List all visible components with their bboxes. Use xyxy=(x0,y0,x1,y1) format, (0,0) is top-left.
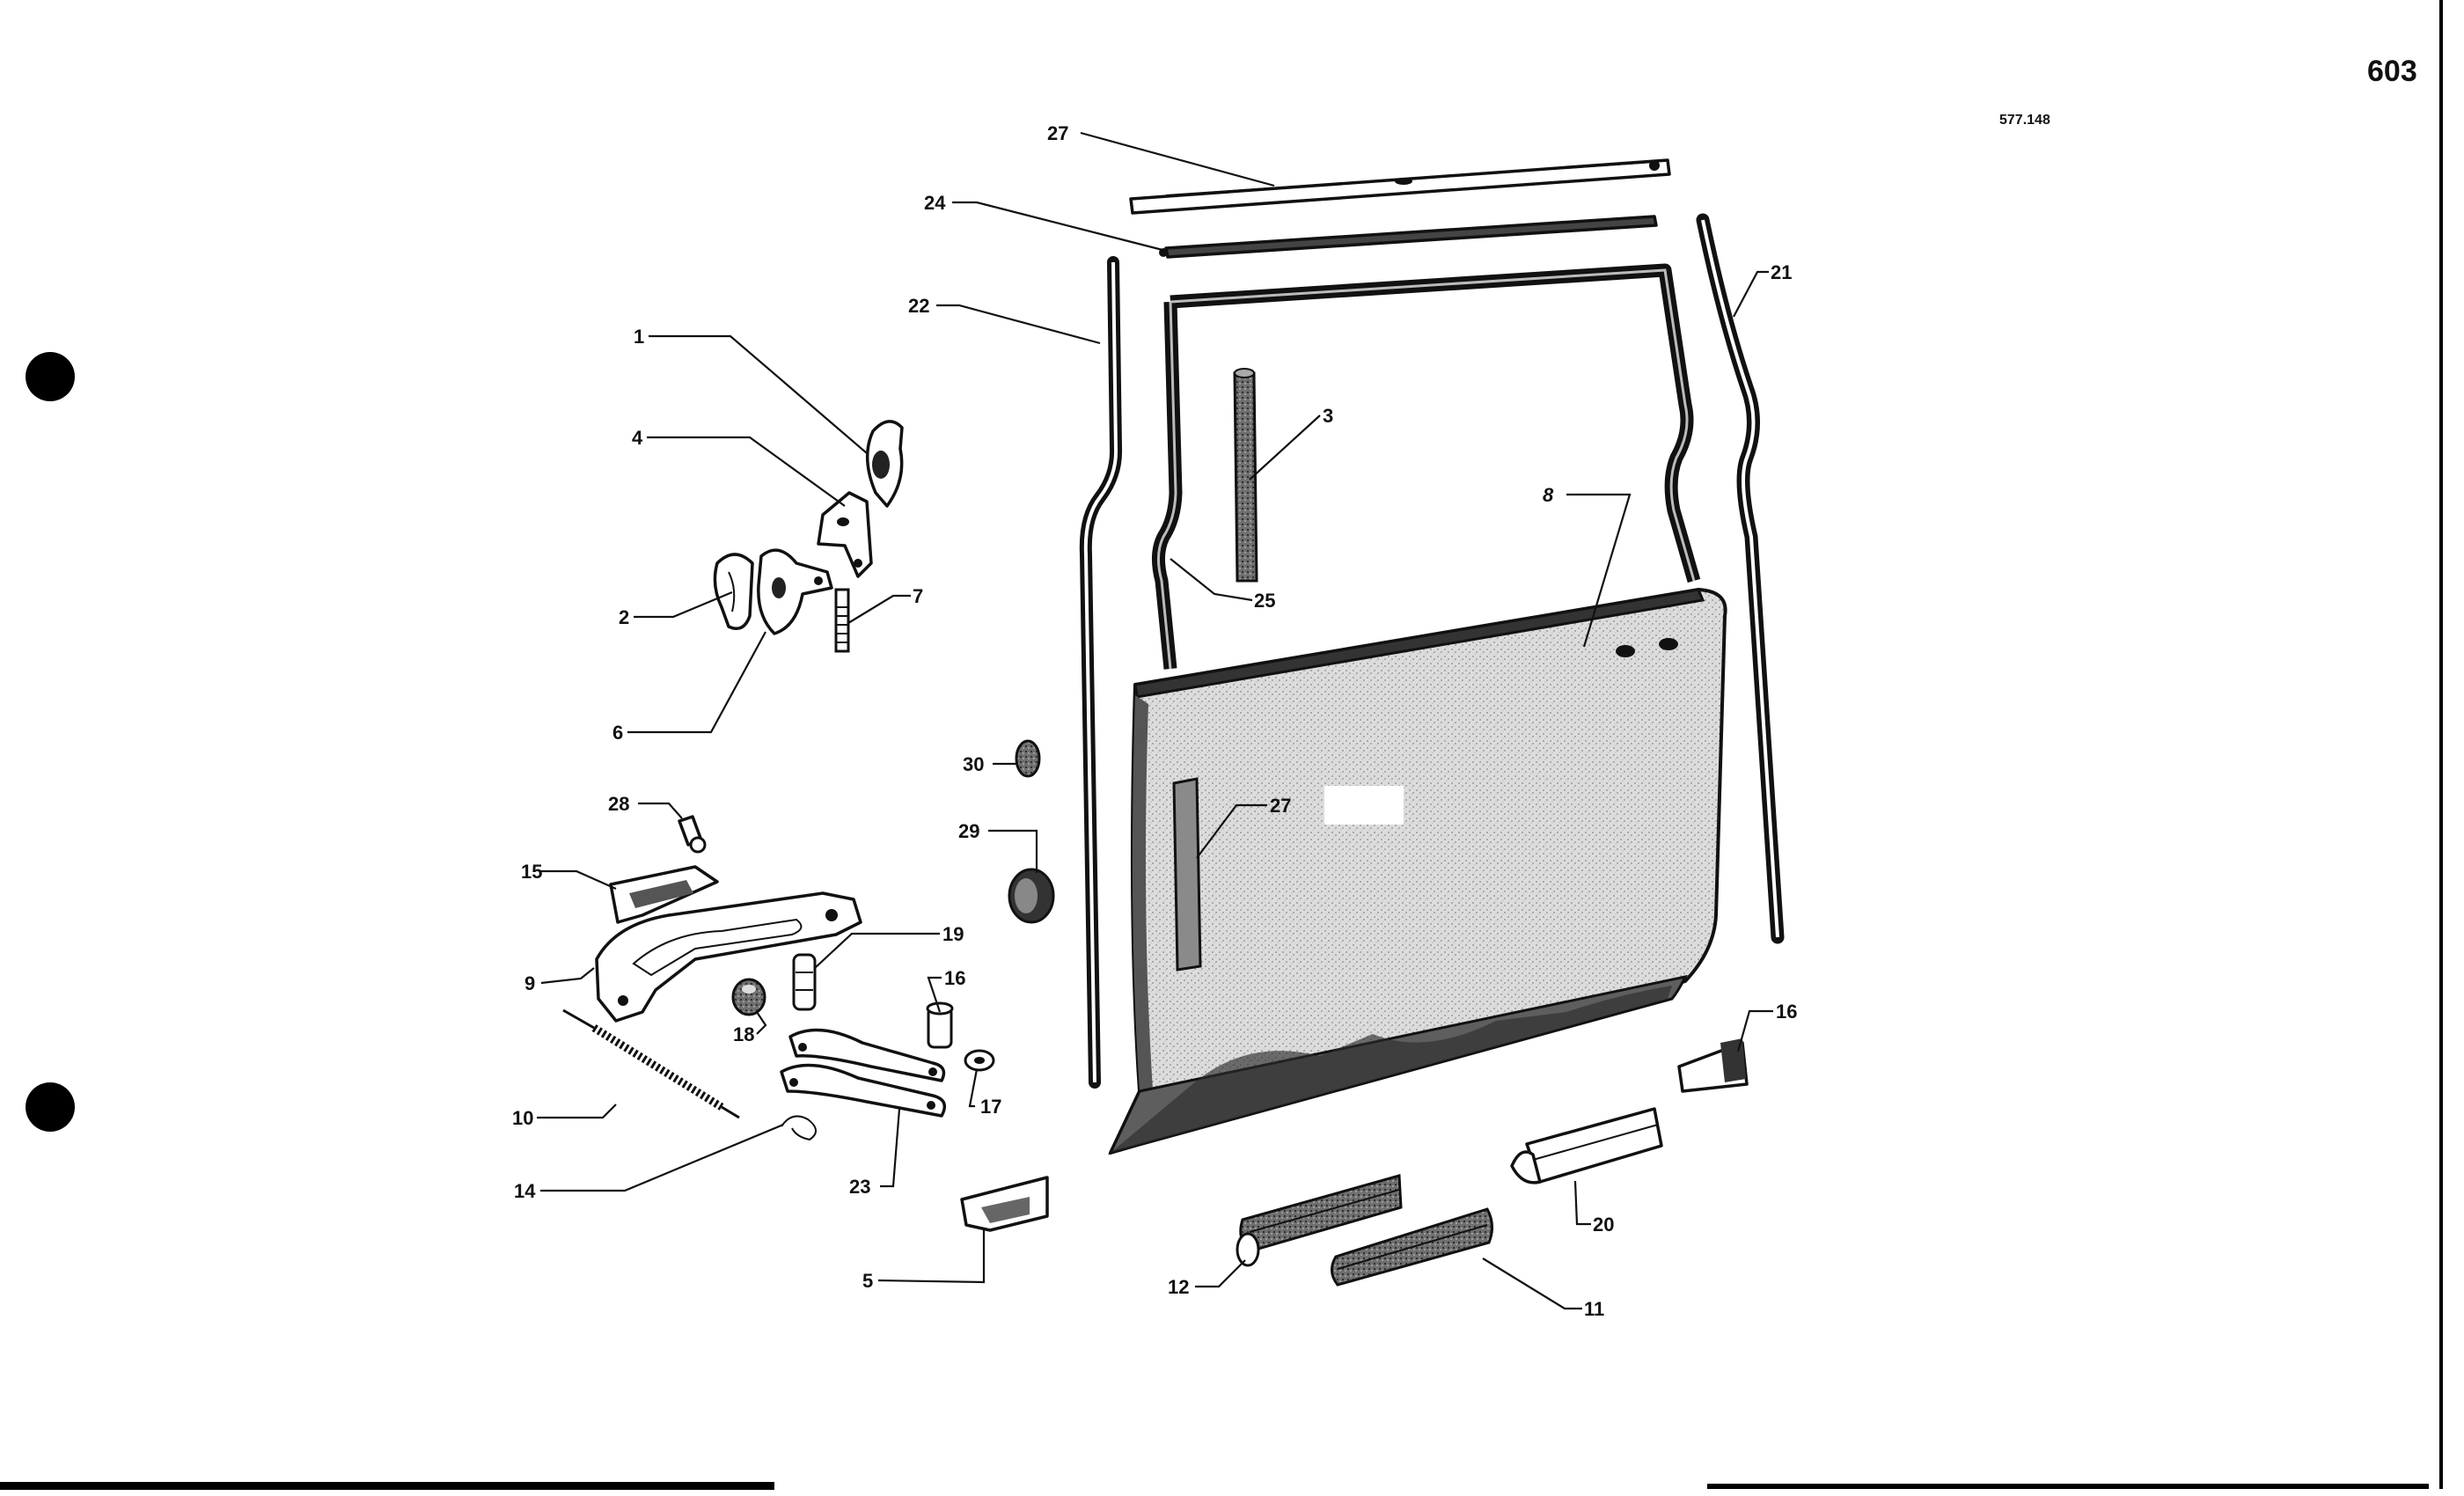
callout-29: 29 xyxy=(958,820,979,842)
callout-12: 12 xyxy=(1168,1276,1189,1298)
binder-hole-bottom xyxy=(26,1082,75,1132)
part-19-stud xyxy=(792,953,817,1011)
part-16-roller xyxy=(926,1001,954,1049)
part-9-check-arm xyxy=(595,891,862,1023)
part-5-bracket xyxy=(960,1176,1049,1232)
callout-16-roller: 16 xyxy=(944,967,965,989)
callout-3: 3 xyxy=(1323,405,1333,427)
callout-4: 4 xyxy=(632,427,643,449)
callout-2: 2 xyxy=(619,606,629,628)
part-4-hinge-bracket xyxy=(817,491,873,578)
leader-lines xyxy=(537,131,1773,1310)
bottom-rule-right xyxy=(1707,1484,2429,1489)
part-22-door-seal-left xyxy=(1079,256,1123,1089)
part-25-window-frame-seal xyxy=(1152,263,1701,670)
part-20-trim-strip xyxy=(1510,1107,1663,1184)
part-18-bushing xyxy=(731,978,766,1016)
part-11-sill-seal-outer xyxy=(1331,1207,1493,1287)
part-1-hinge-plate xyxy=(865,420,904,508)
callout-10: 10 xyxy=(512,1107,533,1129)
drawing-reference: 577.148 xyxy=(1999,113,2050,128)
part-21-door-seal-right xyxy=(1696,213,1785,944)
callout-30: 30 xyxy=(963,753,984,775)
part-7-spring-pin xyxy=(834,588,850,653)
part-17-washer xyxy=(964,1049,995,1072)
part-8-door-panel xyxy=(1108,588,1727,1155)
callout-14: 14 xyxy=(514,1180,536,1202)
bottom-rule-left xyxy=(0,1482,774,1490)
callout-28: 28 xyxy=(608,793,629,815)
part-16-corner-bracket xyxy=(1677,1038,1749,1093)
page-number: 603 xyxy=(2367,55,2417,88)
callout-1: 1 xyxy=(634,326,644,348)
part-30-plug xyxy=(1015,739,1041,778)
callout-6: 6 xyxy=(612,722,623,744)
callout-19: 19 xyxy=(942,923,964,945)
callout-21: 21 xyxy=(1771,261,1792,283)
callout-23: 23 xyxy=(849,1176,870,1198)
callout-18: 18 xyxy=(733,1023,754,1045)
part-28-screw xyxy=(678,815,707,854)
part-10-spring xyxy=(562,1008,740,1119)
callout-24: 24 xyxy=(924,192,946,214)
part-6-hinge-body xyxy=(757,548,833,635)
callout-8: 8 xyxy=(1543,484,1554,506)
part-27-top-rail xyxy=(1129,158,1671,215)
callout-27-top: 27 xyxy=(1047,122,1068,144)
part-23-check-straps xyxy=(780,1028,947,1118)
part-12-sill-seal-inner xyxy=(1236,1174,1403,1267)
part-29-grommet xyxy=(1008,868,1055,924)
callout-20: 20 xyxy=(1593,1214,1614,1236)
callout-17: 17 xyxy=(980,1096,1001,1118)
part-2-hinge-half xyxy=(713,553,754,630)
callout-15: 15 xyxy=(521,861,542,883)
callout-11: 11 xyxy=(1584,1298,1604,1320)
callout-16-bracket: 16 xyxy=(1776,1001,1797,1023)
callout-7: 7 xyxy=(913,585,923,607)
callout-9: 9 xyxy=(524,972,535,994)
part-3-seal-strip xyxy=(1233,368,1258,583)
callout-25: 25 xyxy=(1254,590,1275,612)
callout-27-panel: 27 xyxy=(1270,795,1291,817)
part-14-hook xyxy=(781,1115,817,1141)
callout-5: 5 xyxy=(862,1270,873,1292)
part-15-cover-plate xyxy=(609,865,719,924)
binder-hole-top xyxy=(26,352,75,401)
callout-22: 22 xyxy=(908,295,929,317)
right-edge-rule xyxy=(2439,0,2443,1489)
part-24-top-seal xyxy=(1159,215,1658,259)
